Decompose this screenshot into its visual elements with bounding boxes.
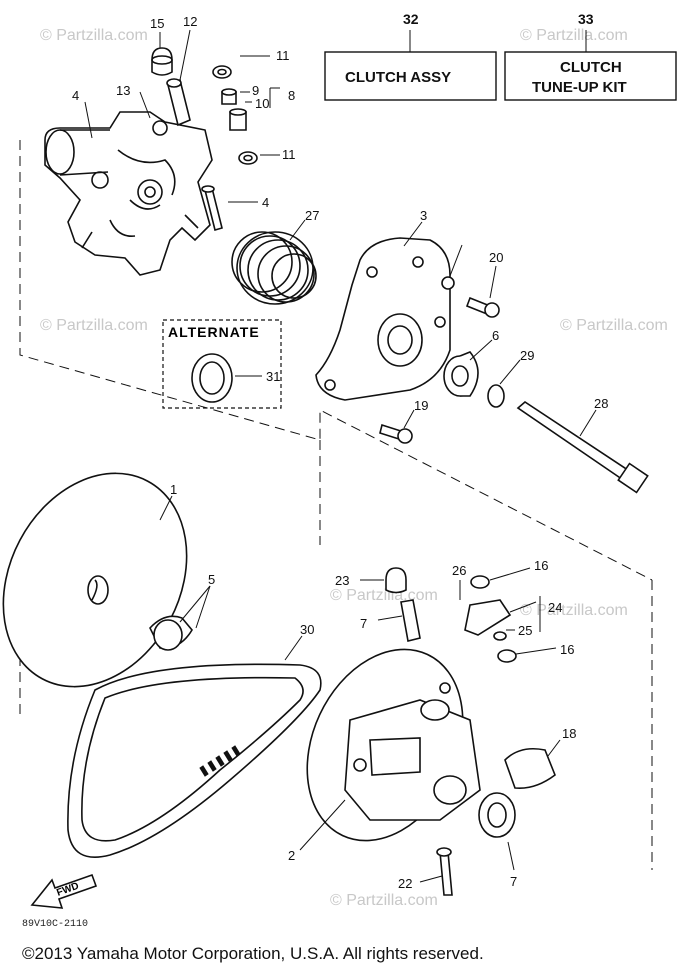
leader-lines xyxy=(84,29,597,883)
callout-13: 13 xyxy=(116,83,130,98)
washer-part-11-upper xyxy=(212,65,232,79)
bolt-part-19 xyxy=(379,423,413,444)
callout-5: 5 xyxy=(208,572,215,587)
callout-6: 6 xyxy=(492,328,499,343)
callout-3: 3 xyxy=(420,208,427,223)
bushing-part-6 xyxy=(443,351,479,397)
watermark-text: © Partzilla.com xyxy=(560,317,668,334)
shaft-bolt-part-28 xyxy=(516,400,649,494)
pin-part-7-upper xyxy=(400,599,421,642)
weight-arm-part-24 xyxy=(464,599,512,636)
alternate-label: ALTERNATE xyxy=(168,324,260,340)
watermark-text: © Partzilla.com xyxy=(330,587,438,604)
watermark-text: © Partzilla.com xyxy=(40,27,148,44)
clutch-assy-number: 32 xyxy=(403,11,419,27)
roller-part-25 xyxy=(493,631,507,641)
callout-29: 29 xyxy=(520,348,534,363)
cover-part-3 xyxy=(315,237,451,401)
belt-teeth xyxy=(199,745,241,777)
clutch-tune-up-kit-box: 33 CLUTCH TUNE-UP KIT xyxy=(504,11,677,101)
bolt-part-20 xyxy=(465,296,500,318)
callout-7-upper: 7 xyxy=(360,616,367,631)
cap-part-15 xyxy=(151,47,173,76)
alternate-box: ALTERNATE xyxy=(162,319,282,409)
callout-10: 10 xyxy=(255,96,269,111)
washer-part-11-lower xyxy=(238,151,258,165)
pin-part-12 xyxy=(166,78,191,127)
callout-4-upper: 4 xyxy=(72,88,79,103)
bushing-part-5 xyxy=(149,615,193,651)
spider-sheave-part xyxy=(44,111,213,276)
watermark-text: © Partzilla.com xyxy=(520,602,628,619)
callout-18: 18 xyxy=(562,726,576,741)
secondary-sheave-part-2 xyxy=(306,648,481,842)
clutch-assy-label: CLUTCH ASSY xyxy=(345,69,451,86)
callout-27: 27 xyxy=(305,208,319,223)
callout-19: 19 xyxy=(414,398,428,413)
tune-up-kit-number: 33 xyxy=(578,11,594,27)
callout-24: 24 xyxy=(548,600,562,615)
callout-12: 12 xyxy=(183,14,197,29)
watermark-text: © Partzilla.com xyxy=(520,27,628,44)
callout-16-upper: 16 xyxy=(534,558,548,573)
watermark-text: © Partzilla.com xyxy=(330,892,438,909)
roller-part-9 xyxy=(221,88,237,105)
callout-8: 8 xyxy=(288,88,295,103)
callout-1: 1 xyxy=(170,482,177,497)
bolt-part-22 xyxy=(436,847,453,896)
callout-7-lower: 7 xyxy=(510,874,517,889)
bushing-part-10 xyxy=(229,108,247,131)
callout-25: 25 xyxy=(518,623,532,638)
pad-part-18 xyxy=(504,747,556,790)
callout-30: 30 xyxy=(300,622,314,637)
fwd-arrow-icon: FWD xyxy=(30,873,98,909)
washer-part-16-lower xyxy=(497,649,517,663)
callout-20: 20 xyxy=(489,250,503,265)
spacer-part-7 xyxy=(478,792,516,838)
callout-23: 23 xyxy=(335,573,349,588)
collar-part-29 xyxy=(487,384,505,408)
tune-up-kit-label-line2: TUNE-UP KIT xyxy=(532,79,627,96)
callout-28: 28 xyxy=(594,396,608,411)
callout-9: 9 xyxy=(252,83,259,98)
callout-22: 22 xyxy=(398,876,412,891)
callout-11: 11 xyxy=(276,48,290,63)
callout-11-lower: 11 xyxy=(282,147,296,162)
washer-part-16-upper xyxy=(470,575,490,589)
tune-up-kit-label-line1: CLUTCH xyxy=(560,59,622,76)
callout-numbers: 15 12 11 9 10 8 13 4 11 4 27 3 20 6 29 2… xyxy=(72,14,608,891)
callout-15: 15 xyxy=(150,16,164,31)
callout-26: 26 xyxy=(452,563,466,578)
spring-part-27 xyxy=(231,231,317,305)
callout-4-lower: 4 xyxy=(262,195,269,210)
drive-belt-part-30 xyxy=(67,663,322,859)
cap-part-23 xyxy=(385,567,407,594)
drawing-code: 89V10C-2110 xyxy=(22,919,89,930)
nut-part-screw xyxy=(441,276,455,290)
callout-2: 2 xyxy=(288,848,295,863)
callout-16-lower: 16 xyxy=(560,642,574,657)
callout-31: 31 xyxy=(266,369,280,384)
bolt-part-4 xyxy=(201,185,223,231)
exploded-parts-diagram: © Partzilla.com © Partzilla.com © Partzi… xyxy=(2,11,677,909)
clutch-assy-box: 32 CLUTCH ASSY xyxy=(324,11,497,101)
watermark-text: © Partzilla.com xyxy=(40,317,148,334)
copyright-notice: ©2013 Yamaha Motor Corporation, U.S.A. A… xyxy=(22,944,484,963)
